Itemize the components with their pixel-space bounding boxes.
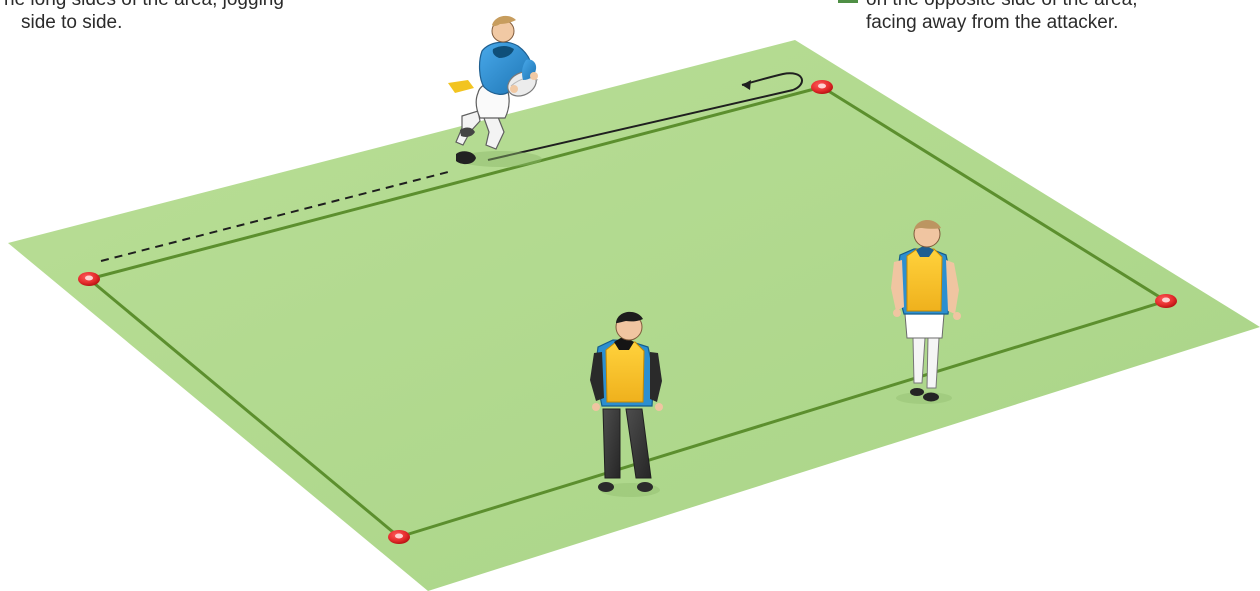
cone-top-left [78,272,100,286]
cone-top-right [811,80,833,94]
cone-bottom-left [388,530,410,544]
cone-bottom-right [1155,294,1177,308]
